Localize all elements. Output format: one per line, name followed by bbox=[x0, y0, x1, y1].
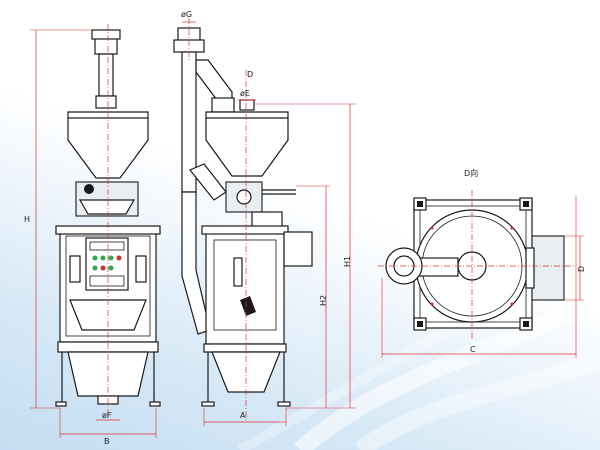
indicator-lamp-icon bbox=[84, 184, 94, 194]
side-view bbox=[173, 18, 313, 420]
view-marker-d: D bbox=[247, 70, 253, 79]
view-title-d-direction: D向 bbox=[464, 168, 478, 178]
dim-label-a: A bbox=[240, 411, 246, 420]
dim-label-h2: H2 bbox=[319, 295, 328, 306]
dim-label-c: C bbox=[470, 345, 476, 354]
dim-label-phi-g: øG bbox=[181, 10, 192, 19]
dim-label-b: B bbox=[104, 437, 110, 446]
dim-label-phi-e: øE bbox=[240, 89, 250, 98]
side-dimensions bbox=[182, 21, 356, 426]
plan-view bbox=[378, 190, 574, 340]
control-panel bbox=[85, 237, 129, 291]
plan-dimensions bbox=[381, 196, 584, 358]
dim-label-h1: H1 bbox=[343, 256, 352, 267]
front-view bbox=[55, 24, 161, 420]
dim-label-h: H bbox=[24, 215, 30, 224]
dim-label-d: D bbox=[577, 266, 586, 272]
dim-label-phi-f: øF bbox=[102, 411, 112, 420]
front-dimensions bbox=[30, 29, 157, 438]
